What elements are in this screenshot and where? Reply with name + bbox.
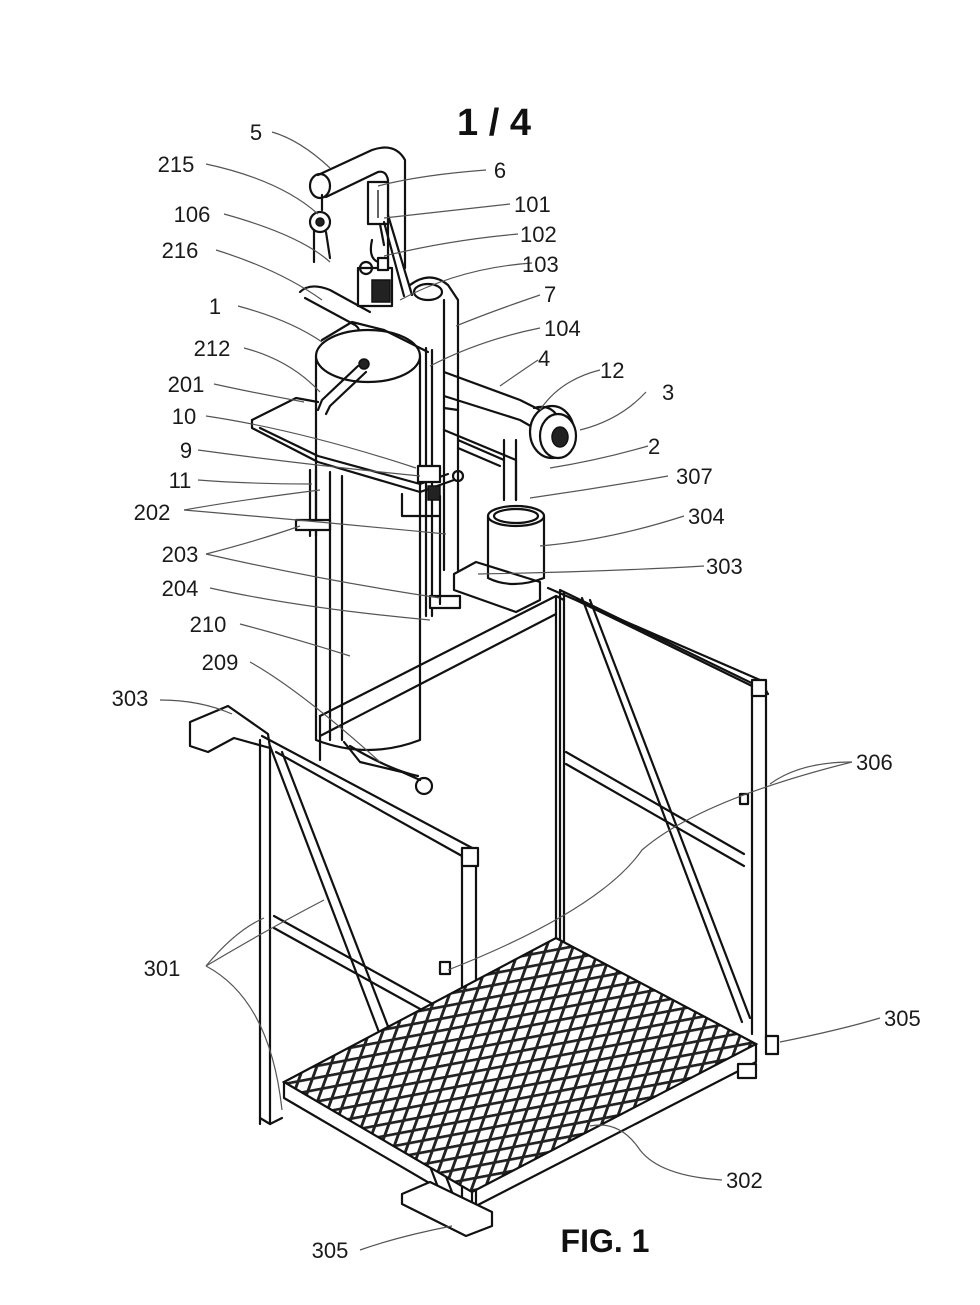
hoist-assembly xyxy=(308,180,414,308)
label-201: 201 xyxy=(168,372,205,397)
label-203: 203 xyxy=(162,542,199,567)
label-103: 103 xyxy=(522,252,559,277)
label-306: 306 xyxy=(856,750,893,775)
label-303-upper: 303 xyxy=(706,554,743,579)
label-5: 5 xyxy=(250,120,262,145)
label-3: 3 xyxy=(662,380,674,405)
label-10: 10 xyxy=(172,404,196,429)
label-302: 302 xyxy=(726,1168,763,1193)
right-gate xyxy=(558,588,768,1062)
horizontal-arm-motor xyxy=(442,370,578,460)
label-216: 216 xyxy=(162,238,199,263)
label-202: 202 xyxy=(134,500,171,525)
lever-arm xyxy=(316,364,368,416)
label-9: 9 xyxy=(180,438,192,463)
label-210: 210 xyxy=(190,612,227,637)
label-212: 212 xyxy=(194,336,231,361)
label-301: 301 xyxy=(144,956,181,981)
label-4: 4 xyxy=(538,346,550,371)
apparatus-drawing xyxy=(188,146,780,1238)
label-101: 101 xyxy=(514,192,551,217)
tray-frame xyxy=(250,396,465,518)
label-303-lower: 303 xyxy=(112,686,149,711)
label-6: 6 xyxy=(494,158,506,183)
label-204: 204 xyxy=(162,576,199,601)
outlet-ring xyxy=(414,776,434,796)
label-102: 102 xyxy=(520,222,557,247)
label-2: 2 xyxy=(648,434,660,459)
cup xyxy=(486,504,546,586)
label-305-right: 305 xyxy=(884,1006,921,1031)
label-11: 11 xyxy=(169,468,192,493)
label-209: 209 xyxy=(202,650,239,675)
label-215: 215 xyxy=(158,152,195,177)
label-1: 1 xyxy=(209,294,221,319)
upper-bracket xyxy=(452,560,542,614)
label-104: 104 xyxy=(544,316,581,341)
floor-grating xyxy=(258,936,759,1210)
label-305-bottom: 305 xyxy=(312,1238,349,1263)
label-12: 12 xyxy=(600,358,624,383)
side-rods xyxy=(294,468,462,742)
label-7: 7 xyxy=(544,282,556,307)
figure-label: FIG. 1 xyxy=(561,1223,650,1259)
vertical-mast xyxy=(408,276,460,572)
leader-lines xyxy=(159,131,881,1251)
cylinder-outlet xyxy=(342,740,422,782)
cylinder-body xyxy=(314,320,434,752)
motor-bracket xyxy=(442,406,518,502)
sheet-number: 1 / 4 xyxy=(457,102,531,144)
top-pipe-arm xyxy=(308,146,407,270)
label-307: 307 xyxy=(676,464,713,489)
label-106: 106 xyxy=(174,202,211,227)
feet xyxy=(400,1034,780,1238)
reference-numerals: 5 215 6 106 101 102 216 103 1 7 104 212 … xyxy=(112,120,921,1263)
label-304: 304 xyxy=(688,504,725,529)
